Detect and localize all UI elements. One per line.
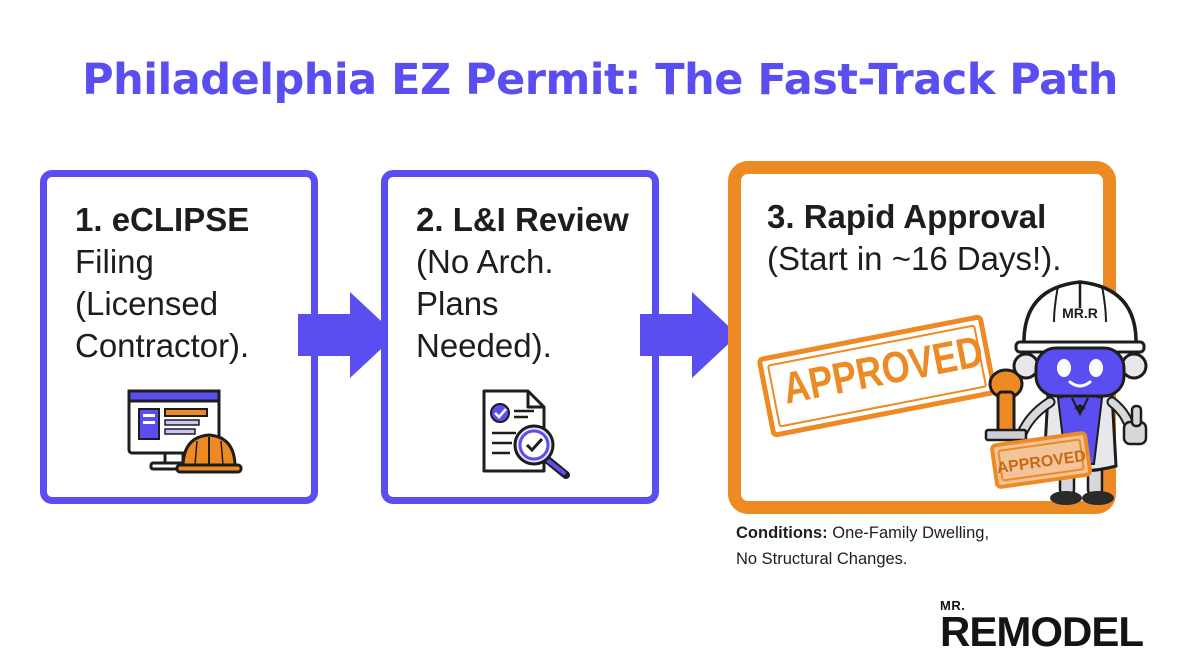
helmet-label: MR.R	[1062, 305, 1098, 321]
mr-remodel-logo: MR. REMODEL	[940, 598, 1180, 656]
step-1-line-3: Contractor).	[75, 327, 250, 364]
robot-mascot: APPROVED MR.R	[962, 268, 1192, 518]
step-3-heading: 3. Rapid Approval	[767, 198, 1047, 235]
step-1-line-2: (Licensed	[75, 285, 219, 322]
step-1-line-1: Filing	[75, 243, 154, 280]
arrow-right-icon	[298, 292, 396, 378]
document-magnifier-icon	[482, 389, 570, 479]
robot-mascot-icon: APPROVED MR.R	[984, 280, 1148, 505]
arrow-right-icon	[640, 292, 738, 378]
step-1-heading: 1. eCLIPSE	[75, 201, 250, 238]
step-2-line-2: Plans	[416, 285, 499, 322]
conditions-note: Conditions: One-Family Dwelling, No Stru…	[736, 520, 989, 572]
step-3-text: 3. Rapid Approval (Start in ~16 Days!).	[767, 196, 1061, 280]
logo-main-text: REMODEL	[940, 608, 1144, 655]
step-box-eclipse-filing: 1. eCLIPSE Filing (Licensed Contractor).	[40, 170, 318, 504]
step-1-text: 1. eCLIPSE Filing (Licensed Contractor).	[75, 199, 249, 367]
conditions-line-2: No Structural Changes.	[736, 550, 908, 568]
computer-with-hardhat-icon	[127, 389, 243, 474]
step-2-line-1: (No Arch.	[416, 243, 554, 280]
step-2-heading: 2. L&I Review	[416, 201, 629, 238]
step-3-line-1: (Start in ~16 Days!).	[767, 240, 1062, 277]
page-title: Philadelphia EZ Permit: The Fast-Track P…	[82, 55, 1118, 105]
conditions-line-1: One-Family Dwelling,	[832, 524, 990, 542]
conditions-label: Conditions:	[736, 524, 828, 542]
step-box-li-review: 2. L&I Review (No Arch. Plans Needed).	[381, 170, 659, 504]
step-2-text: 2. L&I Review (No Arch. Plans Needed).	[416, 199, 629, 367]
logo-top-text: MR.	[940, 598, 966, 613]
step-2-line-3: Needed).	[416, 327, 552, 364]
